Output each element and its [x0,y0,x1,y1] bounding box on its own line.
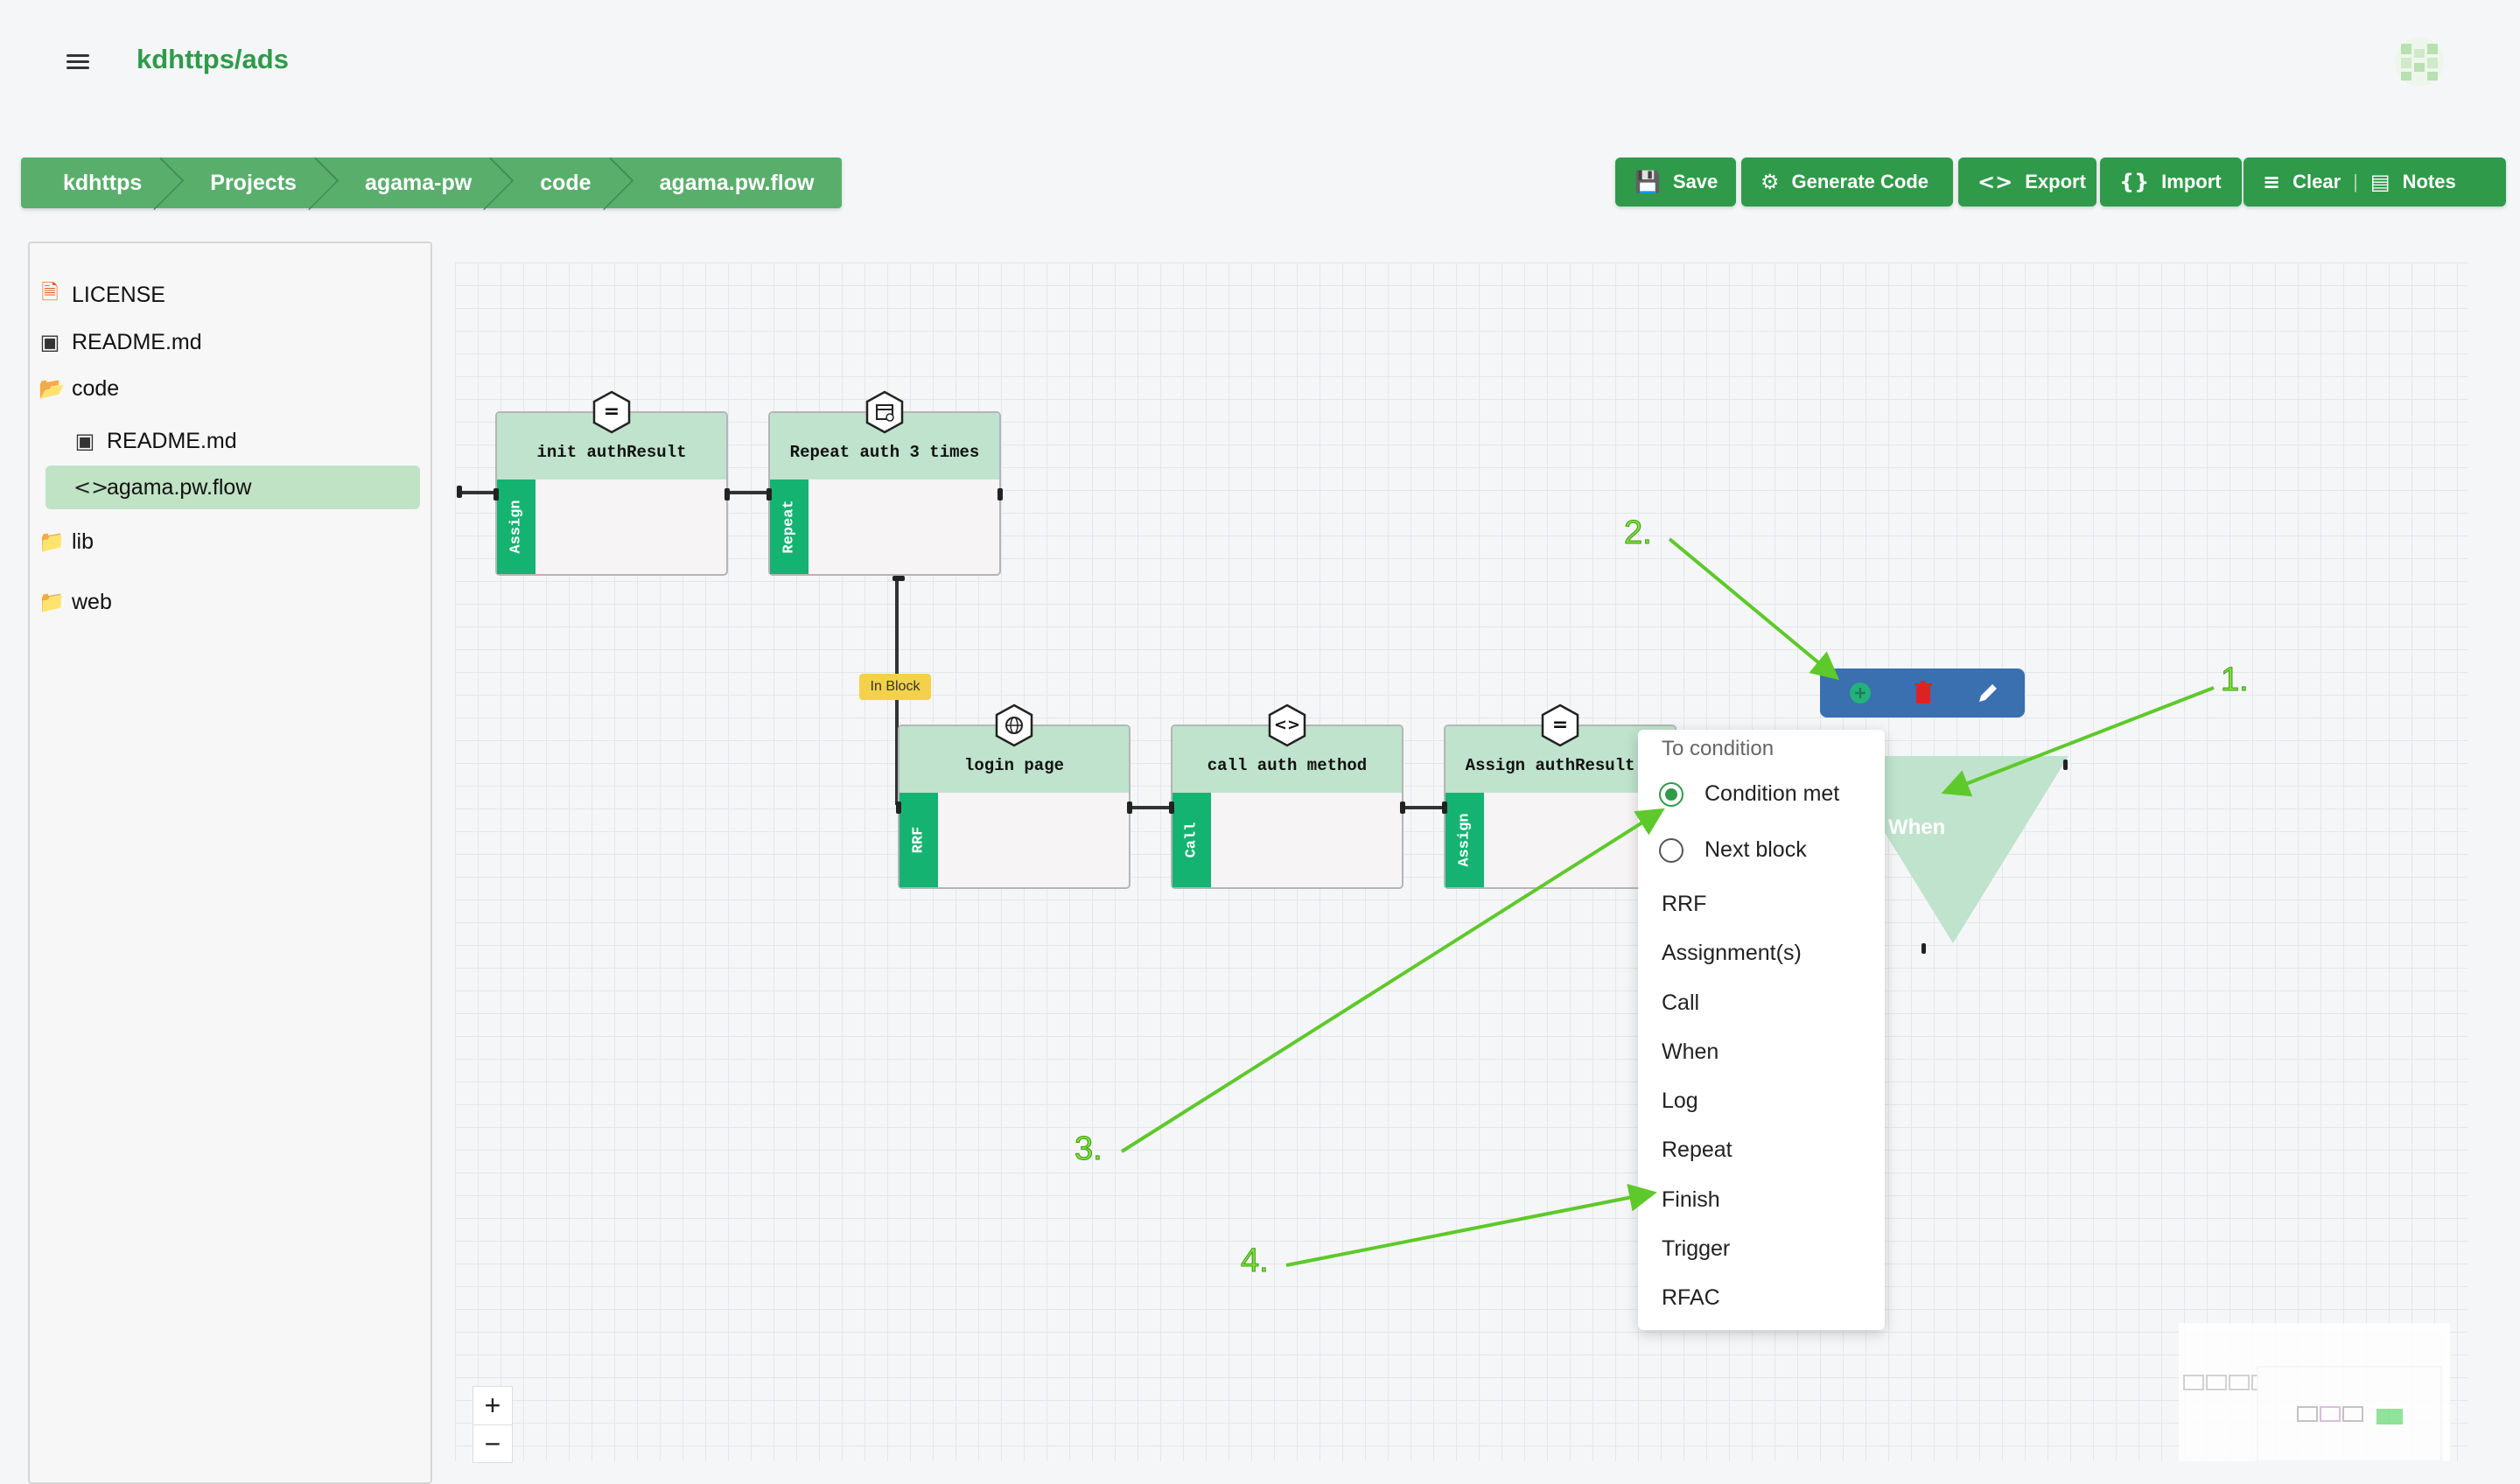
annotation-3: 3. [1074,1130,1103,1168]
port[interactable] [457,486,462,498]
menu-item-finish[interactable]: Finish [1662,1187,1720,1212]
radio-condition-met-label[interactable]: Condition met [1704,781,1840,806]
equals-icon: = [590,390,634,434]
generate-code-button[interactable]: ⚙Generate Code [1741,158,1953,206]
notes-icon: ▤ [2370,170,2390,194]
node-repeat-auth[interactable]: Repeat auth 3 times Repeat [766,390,1003,581]
menu-item-repeat[interactable]: Repeat [1662,1138,1732,1162]
menu-item-rrf[interactable]: RRF [1662,892,1707,916]
breadcrumb: kdhttps Projects agama-pw code agama.pw.… [21,157,843,211]
annotation-2: 2. [1624,514,1653,552]
tree-item-readme-code[interactable]: ▣README.md [74,428,237,454]
curly-braces-icon: {} [2119,170,2150,194]
hamburger-menu-icon[interactable] [63,51,93,74]
node-init-authresult[interactable]: = init authResult Assign [494,390,730,576]
breadcrumb-item-projects[interactable]: Projects [168,157,340,211]
menu-heading: To condition [1662,737,1774,760]
markdown-file-icon: ▣ [39,330,60,354]
calendar-repeat-icon [863,390,906,434]
tree-item-license[interactable]: 🗎LICENSE [38,273,165,317]
menu-item-when[interactable]: When [1662,1040,1719,1064]
node-login-page[interactable]: login page RRF [896,704,1132,889]
folder-icon: 📁 [38,529,65,554]
tree-item-lib-folder[interactable]: 📁lib [38,528,94,555]
wire-init-repeat [730,491,766,494]
menu-item-call[interactable]: Call [1662,990,1700,1015]
menu-item-assignments[interactable]: Assignment(s) [1662,941,1802,965]
notes-button[interactable]: Notes [2402,171,2456,192]
wire-login-call [1132,806,1169,809]
markdown-file-icon: ▣ [74,429,95,453]
when-node-toolbar [1820,668,2025,718]
zoom-in-button[interactable]: + [472,1386,513,1426]
gear-icon: ⚙ [1760,170,1780,194]
add-branch-button[interactable] [1844,677,1876,709]
folder-open-icon: 📂 [38,376,65,401]
breadcrumb-item-code[interactable]: code [498,157,634,211]
breadcrumb-item-flow[interactable]: agama.pw.flow [659,171,815,195]
breadcrumb-item-agama-pw[interactable]: agama-pw [323,157,514,211]
save-button[interactable]: 💾Save [1615,158,1736,206]
code-icon: <> [1265,704,1309,747]
clear-lines-icon: ≡ [2263,170,2281,194]
file-tree-sidebar: 🗎LICENSE ▣README.md 📂code ▣README.md <>a… [28,242,432,1484]
tree-item-readme-root[interactable]: ▣README.md [39,329,202,355]
radio-condition-met[interactable] [1659,782,1684,807]
folder-icon: 📁 [38,590,65,614]
clear-notes-group: ≡ Clear | ▤ Notes [2244,158,2506,206]
export-button[interactable]: <>Export [1958,158,2096,206]
annotation-4: 4. [1241,1242,1270,1280]
in-block-label: In Block [859,674,931,700]
code-brackets-icon: <> [1978,170,2013,194]
globe-icon [992,704,1036,747]
delete-trash-button[interactable] [1908,677,1939,709]
clear-button[interactable]: Clear [2292,171,2342,192]
tree-item-web-folder[interactable]: 📁web [38,589,112,615]
menu-item-trigger[interactable]: Trigger [1662,1236,1731,1261]
license-file-icon: 🗎 [41,279,59,304]
wire-input [460,491,497,494]
when-label: When [1888,816,1946,839]
code-file-icon: <> [74,475,109,500]
menu-item-rfac[interactable]: RFAC [1662,1285,1720,1310]
floppy-disk-icon: 💾 [1634,170,1661,194]
import-button[interactable]: {}Import [2100,158,2242,206]
zoom-out-button[interactable]: − [472,1424,513,1463]
edit-pencil-button[interactable] [1972,677,2004,709]
breadcrumb-item-kdhttps[interactable]: kdhttps [21,157,185,211]
radio-next-block-label[interactable]: Next block [1704,837,1807,862]
tree-item-code-folder[interactable]: 📂code [38,375,120,402]
avatar[interactable] [2394,37,2445,88]
tree-item-agama-pw-flow[interactable]: <>agama.pw.flow [46,466,420,509]
node-call-auth-method[interactable]: <> call auth method Call [1169,704,1405,889]
app-title: kdhttps/ads [136,44,289,74]
add-block-context-menu: To condition Condition met Next block RR… [1638,730,1885,1330]
annotation-1: 1. [2221,662,2250,699]
node-when[interactable]: When [1838,754,2074,954]
minimap[interactable] [2179,1323,2450,1462]
menu-item-log[interactable]: Log [1662,1088,1698,1113]
radio-next-block[interactable] [1659,838,1684,863]
wire-call-assign [1405,806,1442,809]
equals-icon: = [1538,704,1582,747]
